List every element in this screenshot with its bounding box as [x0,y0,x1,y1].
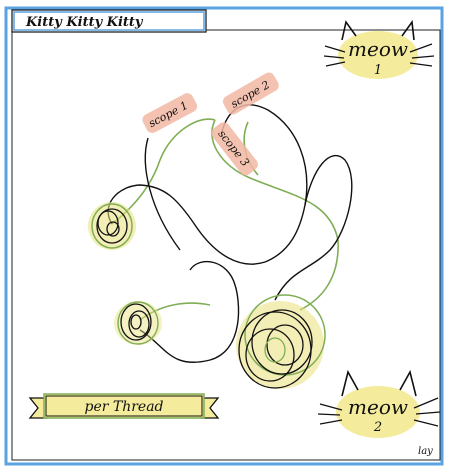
meow-word: meow [348,395,408,419]
thread-black [107,104,353,363]
title-text: Kitty Kitty Kitty [25,15,144,30]
cat-ears-icon [341,369,417,397]
yarn-ball-icon [114,301,162,345]
banner-label: per Thread [84,399,163,415]
outer-frame [4,6,444,466]
inner-frame [11,29,441,461]
meow-number: 2 [373,420,382,435]
title-box: Kitty Kitty Kitty [11,9,207,33]
meow-number: 1 [374,63,382,78]
scope-tag-1: scope 1 [142,93,198,133]
meow-word: meow [348,37,408,61]
per-thread-banner: per Thread [28,393,220,419]
thread-green [111,118,339,321]
scope-tag-2: scope 2 [222,72,279,115]
meow-badge-1: meow 1 [323,19,435,79]
signature: lay [418,446,433,457]
yarn-ball-icon [236,294,326,389]
yarn-ball-icon [88,202,136,250]
meow-badge-2: meow 2 [317,369,441,438]
cat-whiskers-icon [323,43,435,67]
cat-ears-icon [341,19,415,41]
cat-whiskers-icon [317,397,441,427]
